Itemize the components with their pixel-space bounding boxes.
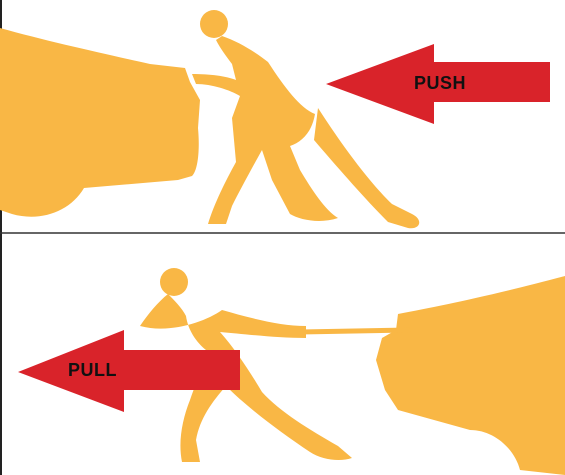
- push-panel: [0, 10, 550, 228]
- pull-label: PULL: [68, 361, 117, 379]
- pull-car-silhouette: [376, 276, 565, 475]
- push-car-silhouette: [0, 28, 200, 217]
- push-label: PUSH: [414, 74, 466, 92]
- pull-rope: [300, 330, 410, 332]
- push-person-silhouette: [192, 10, 419, 228]
